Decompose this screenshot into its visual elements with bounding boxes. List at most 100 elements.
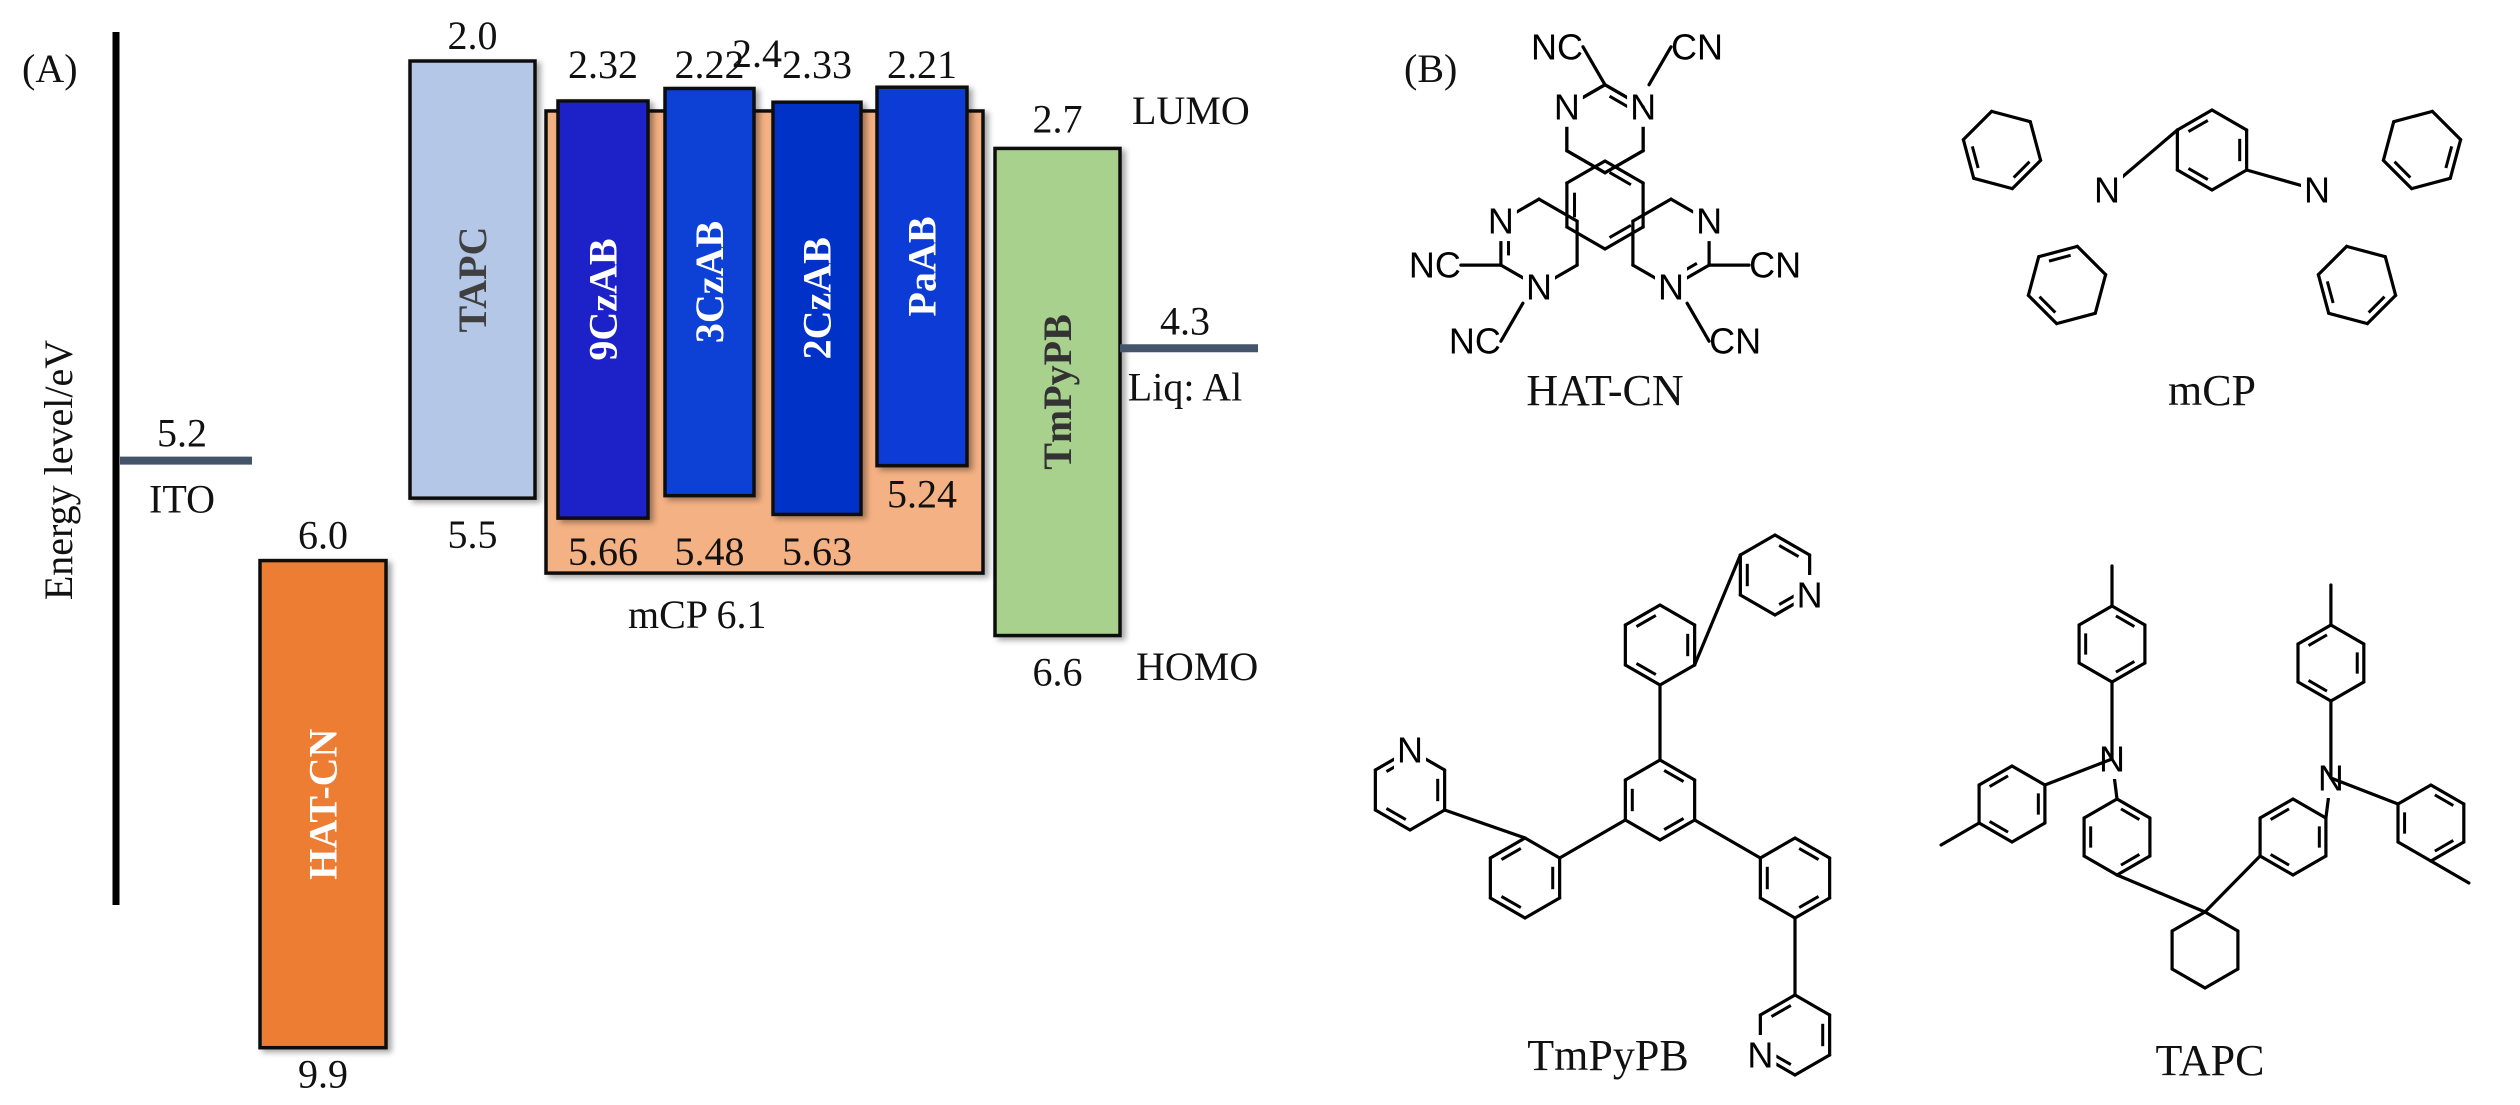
atom-label: CN <box>1671 26 1723 67</box>
bond <box>1635 662 1657 676</box>
atom-label: N <box>1554 86 1580 127</box>
bond <box>1693 818 1762 860</box>
bond <box>1500 895 1522 909</box>
bond <box>1758 896 1797 920</box>
bond <box>1977 821 2014 844</box>
bond <box>1488 896 1527 920</box>
bond <box>1499 301 1525 343</box>
bond <box>2325 280 2335 304</box>
hatcn-name: HAT-CN <box>1526 366 1683 415</box>
bond <box>1793 1053 1832 1077</box>
bond <box>2329 776 2400 806</box>
bond <box>2028 120 2043 162</box>
bond <box>2258 854 2295 877</box>
atom-label: N <box>1488 201 1514 242</box>
atom-label: N <box>1658 267 1684 308</box>
bond <box>1939 821 1981 847</box>
bond <box>1970 145 1980 169</box>
atom-bg <box>1693 201 1726 242</box>
bond <box>2367 295 2386 314</box>
bond <box>2115 873 2207 914</box>
bond <box>1443 808 1527 840</box>
bond <box>2316 244 2349 277</box>
layer-box-tapc <box>408 59 537 500</box>
bond <box>2269 807 2290 821</box>
bond <box>2434 839 2455 853</box>
layer-name-hat-cn: HAT-CN <box>301 728 346 879</box>
bond <box>1793 896 1832 920</box>
layer-name-9czab: 9CzAB <box>581 238 626 360</box>
bond <box>1523 896 1562 920</box>
lumo-value-hat-cn: 6.0 <box>298 513 348 558</box>
bond <box>1961 138 1976 180</box>
bond <box>1758 836 1797 860</box>
bond <box>2075 244 2108 277</box>
bond <box>2430 109 2463 142</box>
layer-name-3czab: 3CzAB <box>687 221 732 343</box>
electrode-value-liq-al: 4.3 <box>1160 298 1210 343</box>
bond <box>2170 910 2207 933</box>
bond <box>1373 808 1412 832</box>
tmpypb-structure: TmPyPB NNN <box>1373 533 1832 1080</box>
bond <box>1685 301 1711 343</box>
bond <box>2296 680 2333 703</box>
layer-name-tapc: TAPC <box>450 227 495 333</box>
bond <box>2175 168 2214 192</box>
bond <box>2396 840 2433 863</box>
lumo-value-3czab: 2.22 <box>675 42 745 87</box>
bond <box>2329 680 2366 703</box>
bond <box>2026 293 2059 326</box>
lumo-value-mcp: 2.4 <box>732 31 782 76</box>
bond <box>1608 171 1632 187</box>
bond <box>2115 797 2152 820</box>
bond <box>2120 807 2141 821</box>
layer-box-9czab <box>556 99 650 520</box>
homo-value-tmpypb: 6.6 <box>1033 650 1083 695</box>
tapc-name: TAPC <box>2156 1036 2265 1085</box>
bond <box>1408 808 1447 832</box>
bond <box>1565 149 1607 175</box>
lumo-value-tmpypb: 2.7 <box>1033 96 1083 141</box>
bond <box>1608 223 1632 239</box>
bond <box>2038 295 2057 314</box>
bond <box>1565 159 1607 185</box>
bond <box>1635 614 1657 628</box>
bond <box>2269 853 2290 867</box>
bond <box>2175 108 2214 132</box>
homo-label: HOMO <box>1136 644 1258 689</box>
bond <box>2010 821 2047 844</box>
bond <box>1798 895 1820 909</box>
lumo-value-2czab: 2.33 <box>782 42 852 87</box>
bond <box>2327 311 2369 326</box>
atom-label: NC <box>1449 321 1501 362</box>
homo-value-paab: 5.24 <box>887 472 957 517</box>
bond <box>2010 764 2047 787</box>
bond <box>1778 544 1800 558</box>
panel-b-label: (B) <box>1404 46 1457 91</box>
bond <box>1658 663 1697 687</box>
bond <box>2170 967 2207 990</box>
bond <box>2082 797 2119 820</box>
bond <box>1773 533 1812 557</box>
bond <box>2037 244 2079 259</box>
bond <box>1770 1004 1792 1018</box>
atom-bg <box>1793 575 1826 615</box>
bond <box>2115 660 2136 674</box>
bond <box>1693 553 1742 667</box>
layer-name-paab: PaAB <box>900 216 945 316</box>
bond <box>1977 764 2014 787</box>
bond <box>2258 797 2295 820</box>
bond <box>1500 847 1522 861</box>
bond <box>1758 993 1797 1017</box>
atom-label: N <box>1797 575 1823 616</box>
bond <box>2026 255 2041 297</box>
bond <box>1581 45 1607 87</box>
electrode-value-ito: 5.2 <box>157 411 207 456</box>
lumo-value-tapc: 2.0 <box>448 13 498 58</box>
